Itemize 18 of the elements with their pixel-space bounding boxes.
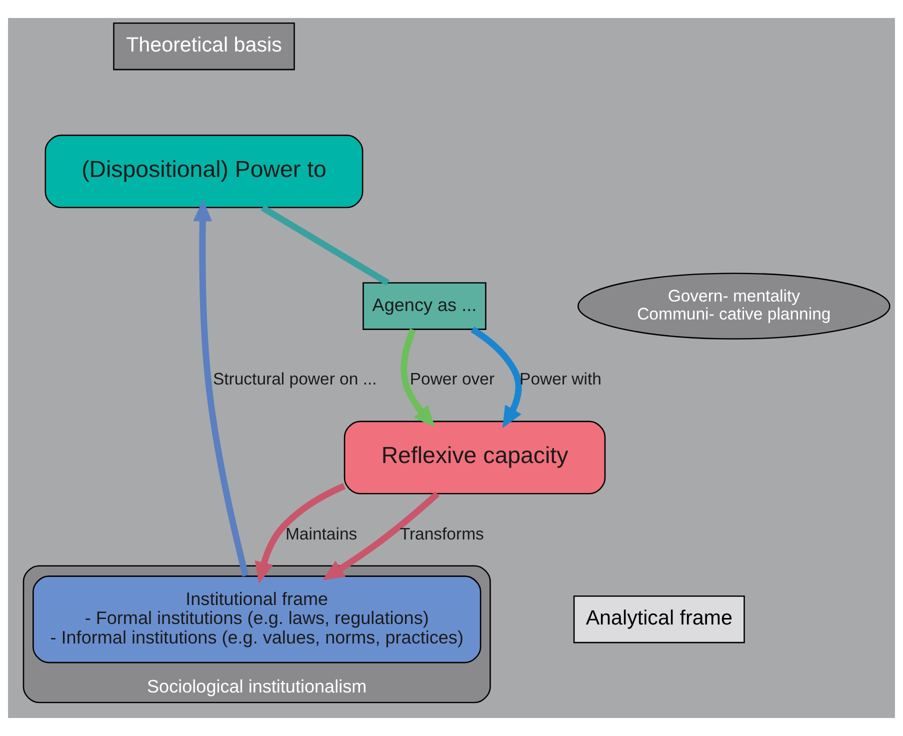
edge-label: Transforms — [400, 524, 484, 544]
arrow — [254, 483, 346, 584]
node-box: Reflexive capacity — [344, 420, 606, 494]
node-box: Institutional frame - Formal institutions (e.g. laws, regulations) - Informal institutions (e.g. values, norms, practices) — [32, 576, 482, 664]
node-box: (Dispositional) Power to — [44, 134, 364, 208]
node-box: Analytical frame — [573, 596, 745, 644]
arrow — [470, 326, 522, 428]
node-ellipse: Govern- mentality Communi- cative planning — [577, 272, 890, 340]
arrow — [400, 328, 436, 428]
edge-label: Power with — [520, 370, 602, 389]
node-box: Agency as ... — [362, 282, 486, 330]
edge-label: Maintains — [285, 524, 358, 544]
edge-label: Power over — [410, 370, 495, 389]
connector — [260, 205, 390, 286]
arrow — [193, 200, 249, 577]
edge-label: Structural power on ... — [212, 370, 377, 389]
arrow — [322, 491, 440, 580]
node-box: Theoretical basis — [113, 22, 295, 70]
